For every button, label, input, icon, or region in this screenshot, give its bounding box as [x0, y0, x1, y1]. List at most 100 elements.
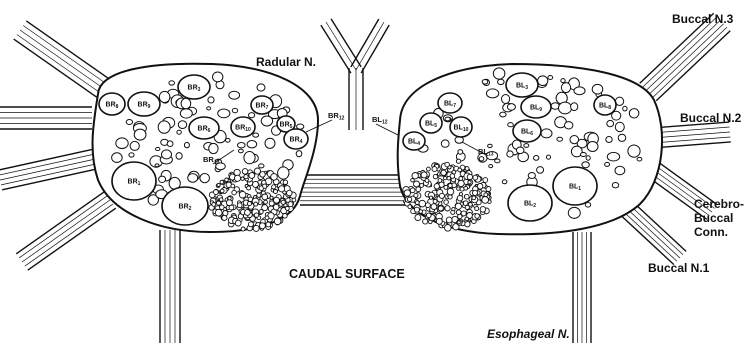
small-neuron [265, 138, 275, 148]
small-neuron [581, 153, 587, 157]
small-neuron [456, 159, 460, 163]
small-neuron [261, 116, 272, 126]
small-neuron [606, 137, 612, 143]
cluster-neuron [443, 176, 446, 179]
cell-bl-4: BL4 [403, 132, 425, 150]
cell-br-2: BR2 [162, 187, 208, 225]
cluster-neuron [465, 167, 469, 171]
small-neuron [498, 79, 505, 84]
cluster-neuron [446, 217, 452, 223]
small-neuron [207, 107, 211, 110]
cell-br-8: BR8 [99, 93, 125, 115]
small-neuron [238, 143, 246, 148]
cluster-neuron [220, 180, 224, 184]
small-neuron [257, 84, 265, 91]
cell-bl-2: BL2 [508, 185, 552, 221]
cluster-neuron [228, 197, 231, 200]
small-neuron [482, 80, 488, 85]
radular-nerve-label: Radular N. [256, 55, 316, 69]
small-neuron [587, 142, 598, 152]
cluster-neuron [237, 203, 242, 208]
small-neuron [524, 144, 529, 148]
cell-bl-8: BL8 [594, 95, 616, 115]
cluster-neuron [231, 184, 235, 188]
small-neuron [637, 157, 642, 161]
small-neuron [557, 137, 563, 141]
cluster-neuron [264, 200, 268, 204]
small-neuron [129, 153, 134, 157]
cell-bl-5: BL5 [420, 113, 442, 133]
small-neuron [605, 162, 610, 166]
cell-bl-6: BL6 [513, 120, 541, 142]
small-neuron [259, 164, 264, 168]
cluster-neuron [421, 172, 427, 178]
small-neuron [239, 149, 244, 153]
small-neuron [156, 147, 160, 150]
cluster-neuron [216, 201, 220, 205]
nerve-lower-left [16, 192, 116, 270]
cluster-neuron [220, 189, 224, 193]
radular-nerve-branch-right [351, 19, 389, 73]
cluster-neuron [444, 185, 448, 189]
cell-bl-7: BL7 [438, 93, 462, 113]
cluster-neuron [416, 187, 421, 192]
small-neuron [607, 120, 614, 126]
small-neuron [548, 76, 553, 80]
small-neuron [612, 183, 618, 188]
small-neuron [209, 143, 218, 153]
cluster-neuron [283, 214, 288, 219]
small-neuron [568, 207, 580, 218]
cluster-neuron [241, 177, 244, 180]
cluster-neuron [242, 169, 248, 175]
cluster-neuron [259, 223, 265, 229]
nerve-down-left [160, 230, 180, 343]
cluster-neuron [412, 173, 418, 179]
small-neuron [547, 155, 551, 159]
small-neuron [159, 91, 170, 102]
cluster-neuron [274, 197, 280, 203]
small-neuron [116, 138, 128, 149]
small-neuron [458, 150, 463, 155]
small-neuron [155, 164, 159, 167]
cluster-neuron [247, 186, 251, 190]
cluster-neuron [459, 193, 462, 196]
cluster-neuron [452, 207, 455, 210]
small-neuron [489, 165, 493, 168]
small-neuron [586, 156, 590, 160]
cluster-neuron [431, 204, 437, 210]
small-neuron [229, 91, 240, 99]
cluster-neuron [420, 183, 424, 187]
small-neuron [226, 138, 231, 142]
cluster-neuron [265, 216, 269, 220]
small-neuron [162, 150, 172, 159]
cluster-neuron [427, 213, 432, 218]
cluster-neuron [426, 203, 431, 208]
cluster-neuron [410, 188, 415, 193]
small-neuron [516, 147, 524, 154]
small-neuron [178, 121, 186, 129]
cluster-neuron [432, 167, 437, 172]
small-neuron [167, 141, 173, 147]
cluster-neuron [438, 179, 442, 183]
cluster-neuron [239, 191, 246, 198]
cluster-neuron [281, 200, 285, 204]
cluster-neuron [253, 225, 259, 231]
cluster-neuron [448, 184, 452, 188]
cluster-neuron [414, 207, 419, 212]
cluster-neuron [457, 195, 463, 201]
small-neuron [618, 134, 626, 141]
cluster-neuron [287, 190, 293, 196]
small-neuron [615, 122, 624, 131]
small-neuron [180, 109, 192, 118]
cell-br-1: BR1 [112, 162, 156, 200]
small-neuron [188, 174, 198, 183]
cluster-neuron [465, 217, 469, 221]
buccal-nerve-1-label: Buccal N.1 [648, 261, 709, 275]
cluster-neuron [407, 197, 411, 201]
cell-br-3: BR3 [178, 75, 210, 99]
cluster-neuron [457, 187, 460, 190]
cluster-neuron [444, 200, 449, 205]
svg-text:BR12: BR12 [328, 111, 345, 122]
cluster-neuron [425, 179, 429, 183]
cluster-neuron [220, 205, 225, 210]
